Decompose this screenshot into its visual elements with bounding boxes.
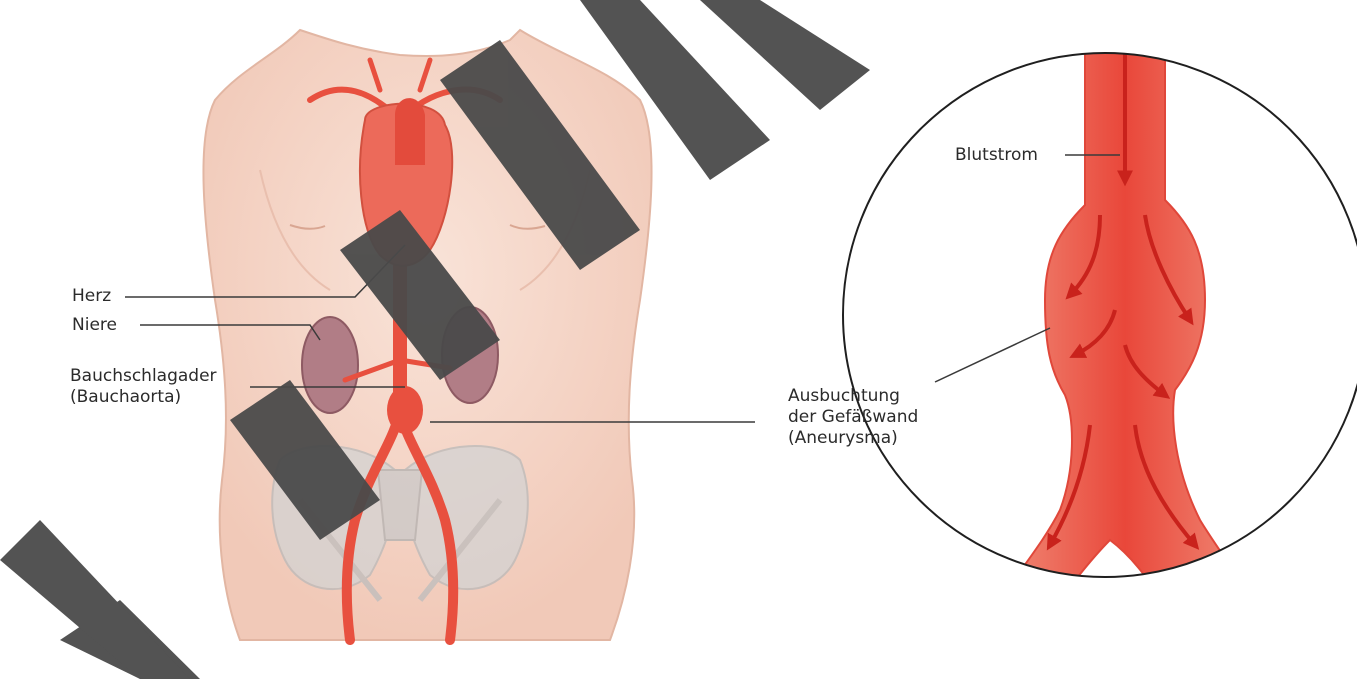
- label-aneurysm-line3: (Aneurysma): [788, 428, 918, 449]
- label-aneurysm: Ausbuchtung der Gefäßwand (Aneurysma): [788, 386, 918, 449]
- label-heart: Herz: [72, 286, 111, 307]
- label-abdominal-aorta: Bauchschlagader (Bauchaorta): [70, 366, 217, 408]
- kidney-left: [302, 317, 358, 413]
- label-aneurysm-line1: Ausbuchtung: [788, 386, 918, 407]
- label-abdominal-aorta-line2: (Bauchaorta): [70, 387, 217, 408]
- magnified-view: [843, 0, 1357, 600]
- label-abdominal-aorta-line1: Bauchschlagader: [70, 366, 217, 387]
- aneurysm-small: [387, 386, 423, 434]
- label-blood-flow: Blutstrom: [955, 145, 1038, 166]
- label-aneurysm-line2: der Gefäßwand: [788, 407, 918, 428]
- label-kidney: Niere: [72, 315, 117, 336]
